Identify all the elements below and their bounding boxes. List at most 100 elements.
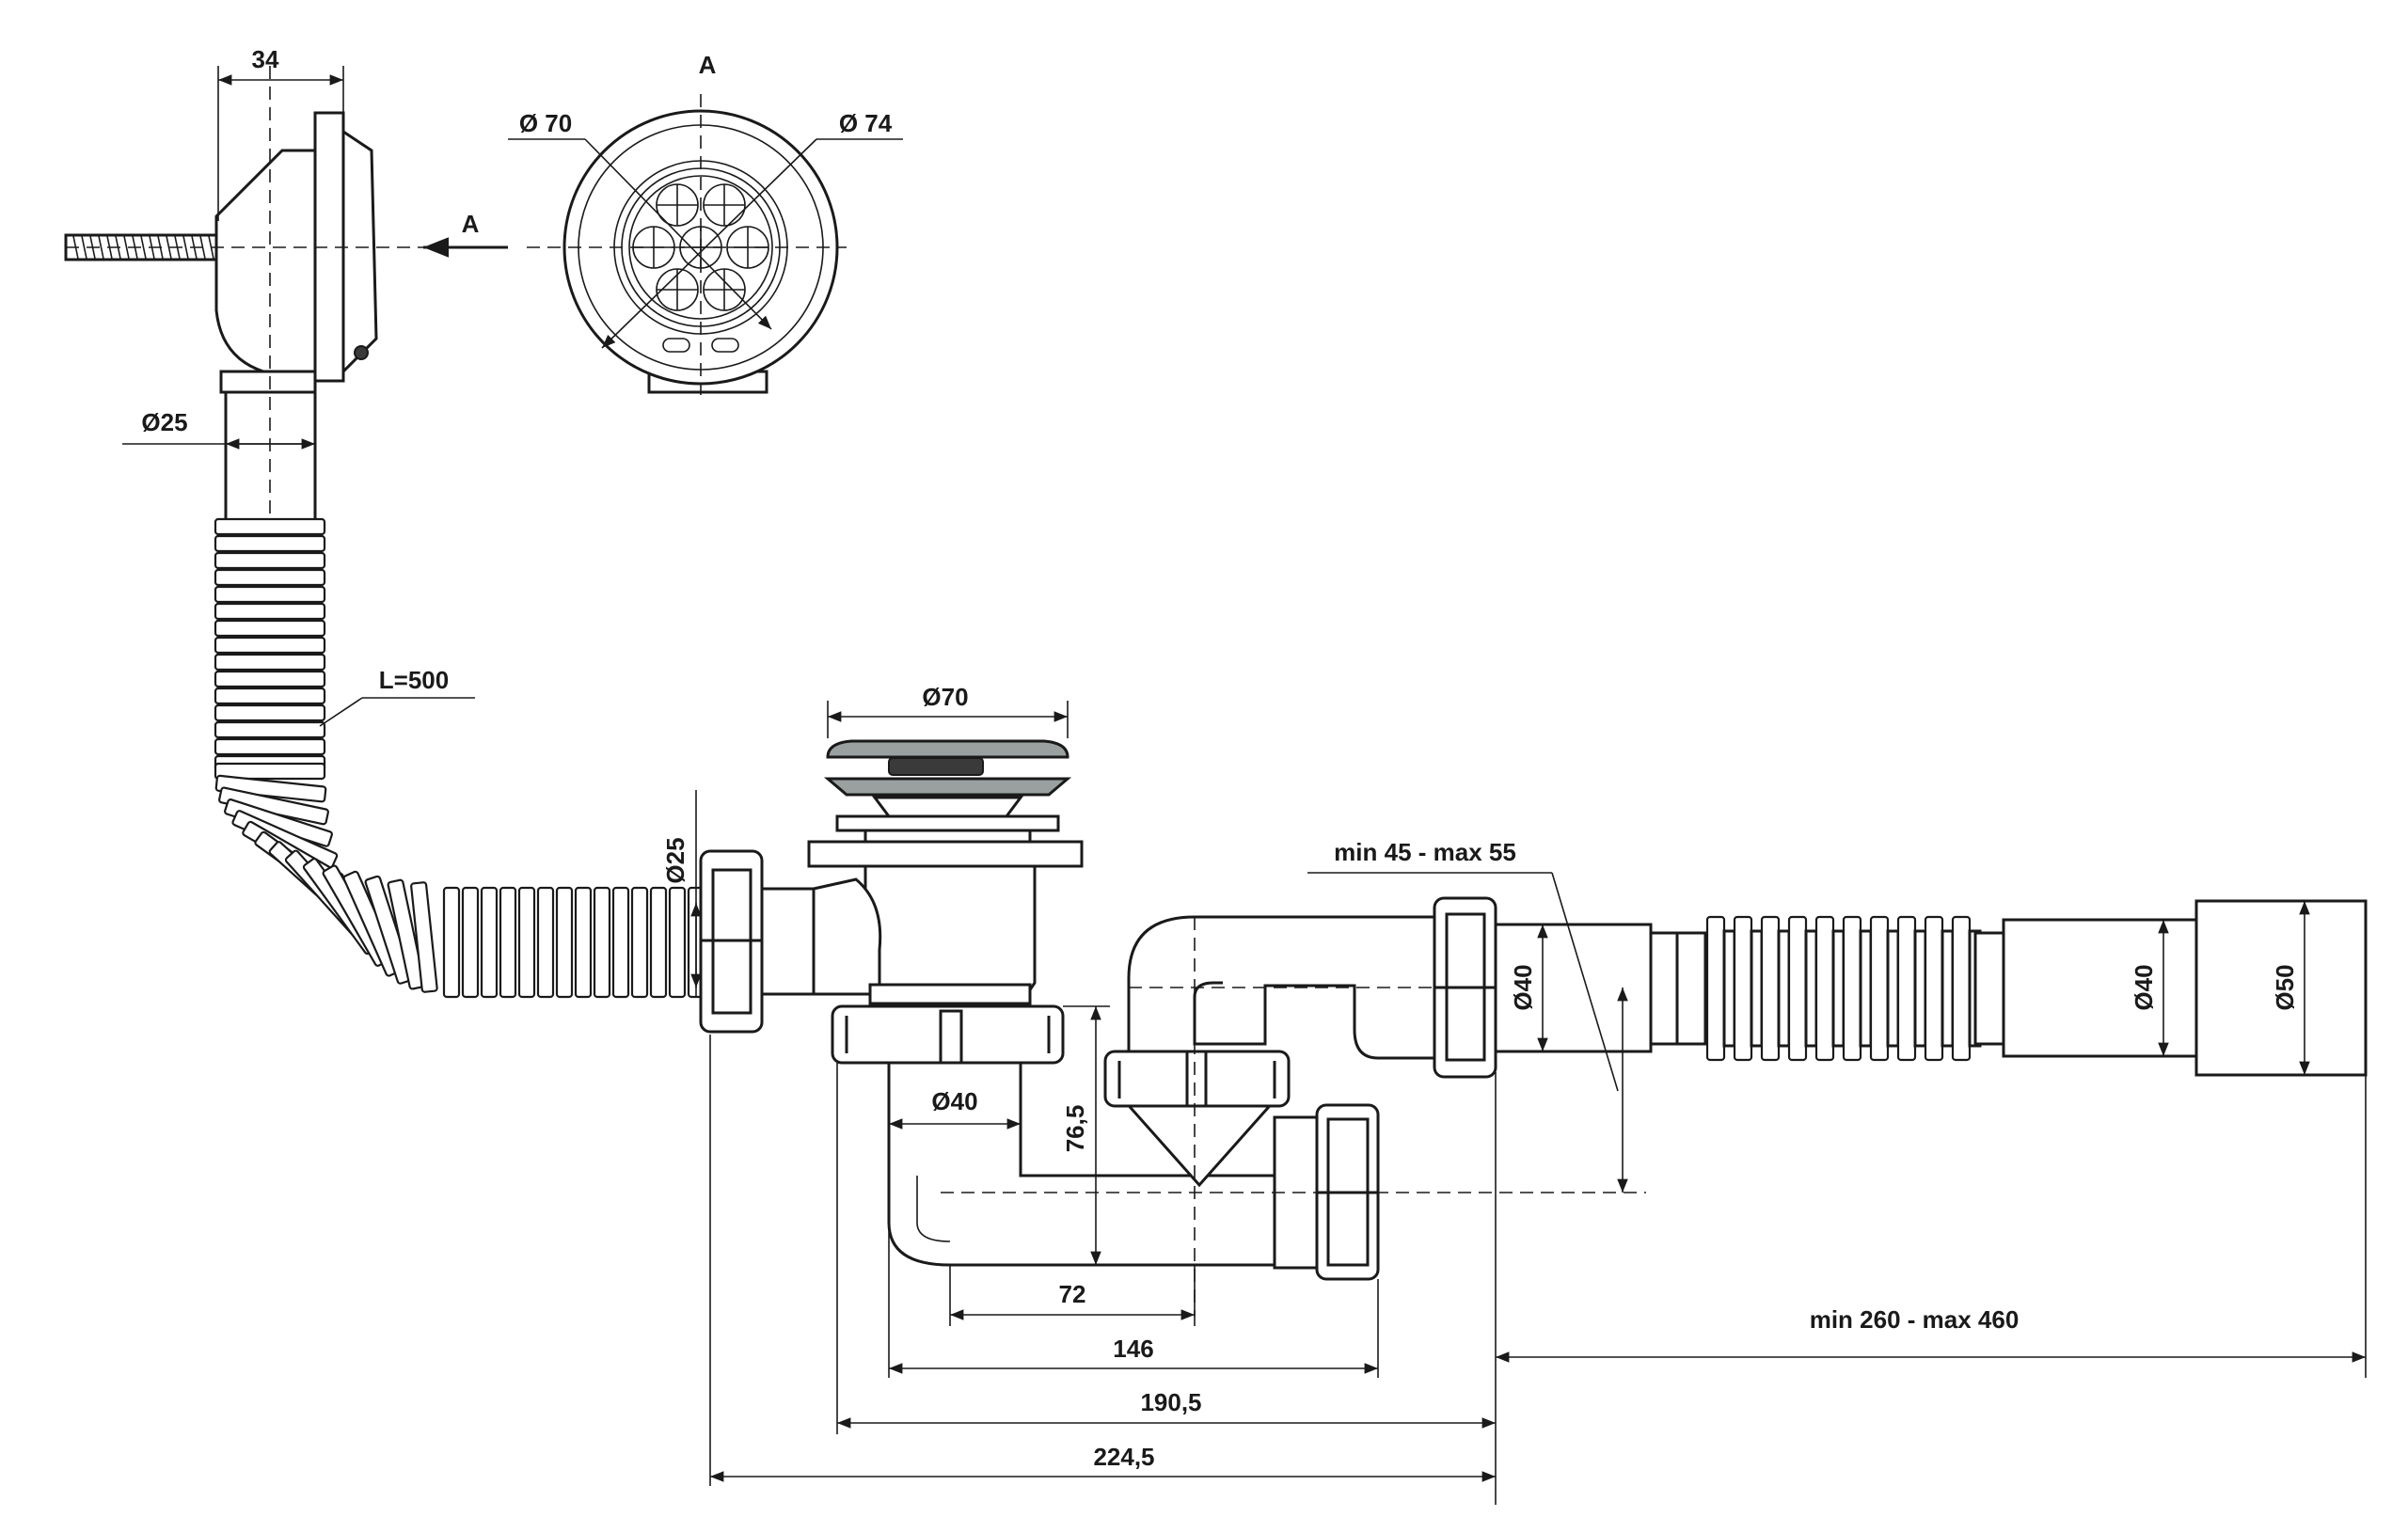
dia-50-label: Ø50 [2271, 964, 2299, 1010]
dia-70-plug-label: Ø70 [922, 683, 968, 711]
hose-valley [1804, 929, 1818, 1048]
screw-thread [140, 235, 147, 260]
hose-valley [1831, 929, 1846, 1048]
drain-hose-end [1973, 899, 2368, 1077]
hose-rib [214, 687, 326, 705]
dim-190-5-label: 190,5 [1140, 1388, 1201, 1416]
hose-rib [668, 886, 687, 999]
outlet-connector [1433, 896, 1679, 1079]
hose-rib [214, 703, 326, 722]
dimension-dia40-hose: Ø40 [2130, 920, 2169, 1056]
range-45-55-label: min 45 - max 55 [1334, 838, 1516, 866]
hose-rib [214, 636, 326, 655]
corrugated-drain-hose [1675, 915, 1982, 1062]
hose-valley [1750, 929, 1764, 1048]
dimension-dia25-vertical: Ø25 [661, 790, 702, 997]
hose-rib [1869, 915, 1890, 1062]
hose-rib [1733, 915, 1753, 1062]
hose-rib [593, 886, 611, 999]
hose-rib [480, 886, 499, 999]
dimension-260-460: min 260 - max 460 [1496, 1305, 2366, 1363]
hose-rib [1760, 915, 1781, 1062]
dimension-dia70-plug: Ø70 [827, 683, 1069, 738]
dimension-dia74-grate: Ø 74 [601, 109, 903, 349]
extension-lines [709, 1035, 2367, 1505]
hose-rib [1896, 915, 1917, 1062]
hose-length-label: L=500 [379, 666, 449, 694]
hose-rib [442, 886, 461, 999]
dia-40-hose-label: Ø40 [2130, 964, 2158, 1010]
hose-rib [387, 878, 426, 990]
hose-length-leader: L=500 [319, 666, 475, 727]
section-a-arrow-label: A [462, 210, 480, 238]
dia-74-label: Ø 74 [839, 109, 893, 137]
dimension-dia50: Ø50 [2271, 901, 2310, 1075]
dia-25-left-label: Ø25 [141, 408, 187, 436]
hose-rib [461, 886, 480, 999]
hose-rib [214, 720, 326, 739]
dim-72-label: 72 [1059, 1280, 1086, 1308]
hose-rib [214, 653, 326, 672]
hose-rib [536, 886, 555, 999]
view-a-arrow: A [423, 210, 508, 258]
dimension-76-5: 76,5 [1061, 1005, 1110, 1265]
hose-rib [214, 517, 326, 536]
hose-rib [364, 875, 414, 985]
dim-34-label: 34 [252, 45, 279, 73]
dimension-190-5: 190,5 [837, 1388, 1496, 1429]
screw-thread [166, 235, 172, 260]
hose-rib [649, 886, 668, 999]
hose-rib [214, 737, 326, 756]
hose-rib [214, 762, 326, 781]
trap-union-nut [1103, 1050, 1291, 1108]
hose-valley [1941, 929, 1955, 1048]
hose-rib [214, 619, 326, 638]
dia-40-outlet-label: Ø40 [1509, 964, 1537, 1010]
hose-valley [1913, 929, 1927, 1048]
screw-thread [123, 235, 130, 260]
hose-rib [1705, 915, 1726, 1062]
drain-plug-assembly [807, 739, 1084, 1065]
hose-rib [214, 670, 326, 688]
dimension-224-5: 224,5 [710, 1443, 1496, 1482]
overflow-head [64, 111, 378, 526]
height-76-5-label: 76,5 [1061, 1105, 1089, 1153]
hose-rib [214, 568, 326, 587]
dimension-34: 34 [217, 45, 344, 221]
hose-rib [555, 886, 574, 999]
hose-valley [1886, 929, 1900, 1048]
s-trap-body [1120, 915, 1436, 1188]
dim-224-5-label: 224,5 [1093, 1443, 1154, 1471]
hose-rib [410, 881, 438, 993]
hose-rib [214, 774, 327, 803]
hose-rib [214, 602, 326, 621]
hose-rib [499, 886, 517, 999]
dimension-146: 146 [889, 1335, 1378, 1374]
dimension-72: 72 [950, 1280, 1195, 1320]
hose-rib [1787, 915, 1808, 1062]
hose-rib [574, 886, 593, 999]
hose-sleeve [1675, 931, 1707, 1046]
screw-thread [182, 235, 189, 260]
hose-rib [1924, 915, 1944, 1062]
dimension-dia70-grate: Ø 70 [508, 109, 772, 330]
hose-rib [611, 886, 630, 999]
dim-146-label: 146 [1113, 1335, 1153, 1363]
hose-rib [517, 886, 536, 999]
section-a-top-label: A [699, 51, 717, 79]
hose-rib [1814, 915, 1835, 1062]
hose-valley [1777, 929, 1791, 1048]
hose-rib [1842, 915, 1862, 1062]
hose-valley [1722, 929, 1736, 1048]
dimension-dia25-hose: Ø25 [122, 408, 315, 450]
dimension-min45-max55: min 45 - max 55 [1307, 838, 1628, 1193]
dia-25-vertical-label: Ø25 [661, 837, 689, 883]
hose-rib [1951, 915, 1972, 1062]
range-260-460-label: min 260 - max 460 [1810, 1305, 2020, 1334]
screw-thread [98, 235, 104, 260]
hose-union-nut [699, 849, 816, 1034]
hose-rib [630, 886, 649, 999]
dimension-dia40-outlet: Ø40 [1509, 924, 1548, 1051]
corrugated-overflow-hose [214, 517, 705, 999]
